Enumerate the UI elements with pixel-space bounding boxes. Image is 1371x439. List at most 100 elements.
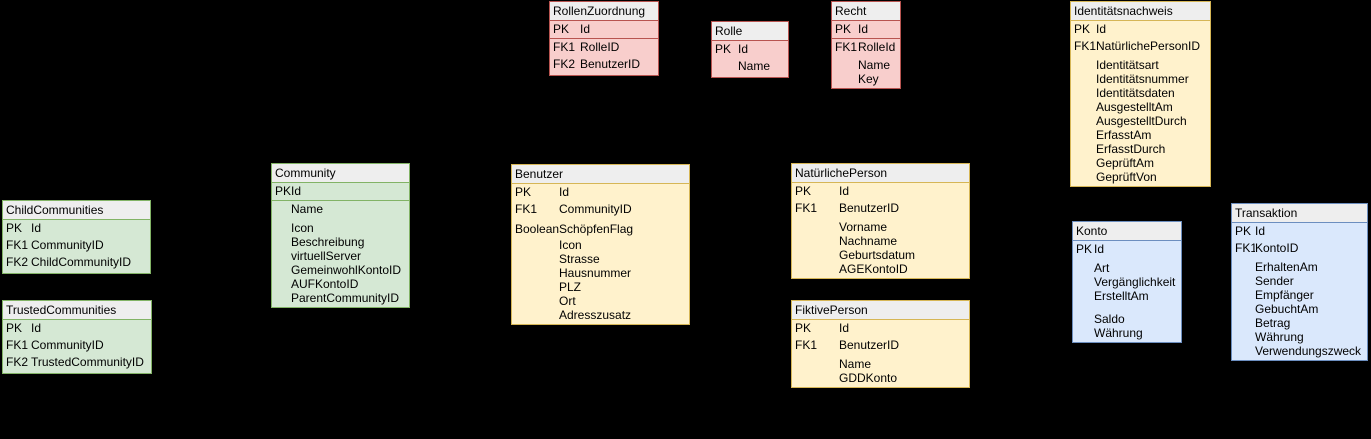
- entity-title: Rolle: [712, 22, 788, 41]
- row-gap: [1073, 303, 1181, 312]
- attribute-row: GemeinwohlKontoID: [272, 263, 409, 277]
- attribute-key: [1071, 72, 1096, 86]
- attribute-key: PK: [795, 184, 812, 198]
- attribute-key: [1071, 170, 1096, 184]
- attribute-key: [832, 72, 858, 86]
- attribute-key: [1071, 128, 1096, 142]
- attribute-row: Name: [792, 357, 969, 371]
- attribute-row: Icon: [512, 238, 689, 252]
- attribute-key: FK1: [515, 202, 538, 216]
- attribute-name: NatürlichePersonID: [1096, 39, 1201, 53]
- attribute-row: Name: [712, 58, 788, 75]
- attribute-row: AusgestelltDurch: [1071, 114, 1210, 128]
- attribute-name: Empfänger: [1255, 288, 1314, 302]
- entity-title: Identitätsnachweis: [1071, 2, 1210, 21]
- attribute-name: RolleID: [580, 40, 620, 54]
- attribute-name: Identitätsart: [1096, 58, 1159, 72]
- attribute-name: BenutzerID: [580, 57, 641, 71]
- attribute-key: [512, 266, 559, 280]
- attribute-name: Id: [559, 185, 570, 199]
- attribute-row: Identitätsdaten: [1071, 86, 1210, 100]
- attribute-name: Id: [1096, 22, 1107, 36]
- attribute-key: FK1: [6, 238, 29, 252]
- attribute-key: [792, 262, 839, 276]
- attribute-row: GebuchtAm: [1232, 302, 1367, 316]
- attribute-key: PK: [6, 221, 23, 235]
- attribute-name: Hausnummer: [559, 266, 632, 280]
- attribute-key: [1071, 142, 1096, 156]
- attribute-row: Sender: [1232, 274, 1367, 288]
- attribute-name: Währung: [1255, 330, 1304, 344]
- attribute-name: AusgestelltDurch: [1096, 114, 1187, 128]
- attribute-key: PK: [795, 321, 812, 335]
- attribute-key: [792, 234, 839, 248]
- attribute-key: [272, 221, 291, 235]
- attribute-row: Name: [272, 201, 409, 218]
- attribute-row: AGEKontoID: [792, 262, 969, 276]
- attribute-row: Verwendungszweck: [1232, 344, 1367, 358]
- attribute-name: ChildCommunityID: [31, 255, 132, 269]
- attribute-key: FK1: [835, 40, 858, 54]
- attribute-row: Beschreibung: [272, 235, 409, 249]
- attribute-key: FK2: [6, 355, 29, 369]
- attribute-key: [1073, 261, 1094, 275]
- attribute-name: Vorname: [839, 220, 888, 234]
- attribute-row: Ort: [512, 294, 689, 308]
- attribute-key: [832, 58, 858, 72]
- attribute-name: Name: [839, 357, 872, 371]
- attribute-name: Verwendungszweck: [1255, 344, 1362, 358]
- attribute-name: Id: [291, 184, 302, 198]
- attribute-key: [272, 277, 291, 291]
- attribute-row: PLZ: [512, 280, 689, 294]
- attribute-name: Id: [839, 184, 850, 198]
- attribute-name: Vergänglichkeit: [1094, 275, 1176, 289]
- attribute-key: [1232, 316, 1255, 330]
- attribute-key: [272, 235, 291, 249]
- attribute-row: Empfänger: [1232, 288, 1367, 302]
- attribute-name: Saldo: [1094, 312, 1125, 326]
- attribute-key: PK: [1074, 22, 1091, 36]
- attribute-row: PK Id: [1071, 21, 1210, 38]
- attribute-row: Hausnummer: [512, 266, 689, 280]
- attribute-name: Key: [858, 72, 879, 86]
- attribute-key: [512, 238, 559, 252]
- attribute-key: [712, 58, 738, 75]
- attribute-key: PK: [715, 42, 732, 56]
- attribute-key: [1232, 274, 1255, 288]
- attribute-name: ErstelltAm: [1094, 289, 1149, 303]
- attribute-key: [272, 249, 291, 263]
- attribute-row: Name: [832, 58, 900, 72]
- attribute-name: RolleId: [858, 40, 896, 54]
- attribute-key: [272, 263, 291, 277]
- attribute-key: [1073, 326, 1094, 340]
- attribute-name: virtuellServer: [291, 249, 362, 263]
- attribute-key: [1071, 114, 1096, 128]
- attribute-row: Strasse: [512, 252, 689, 266]
- attribute-name: Id: [738, 42, 749, 56]
- section-divider: [550, 38, 658, 39]
- attribute-name: Geburtsdatum: [839, 248, 916, 262]
- attribute-key: [1232, 288, 1255, 302]
